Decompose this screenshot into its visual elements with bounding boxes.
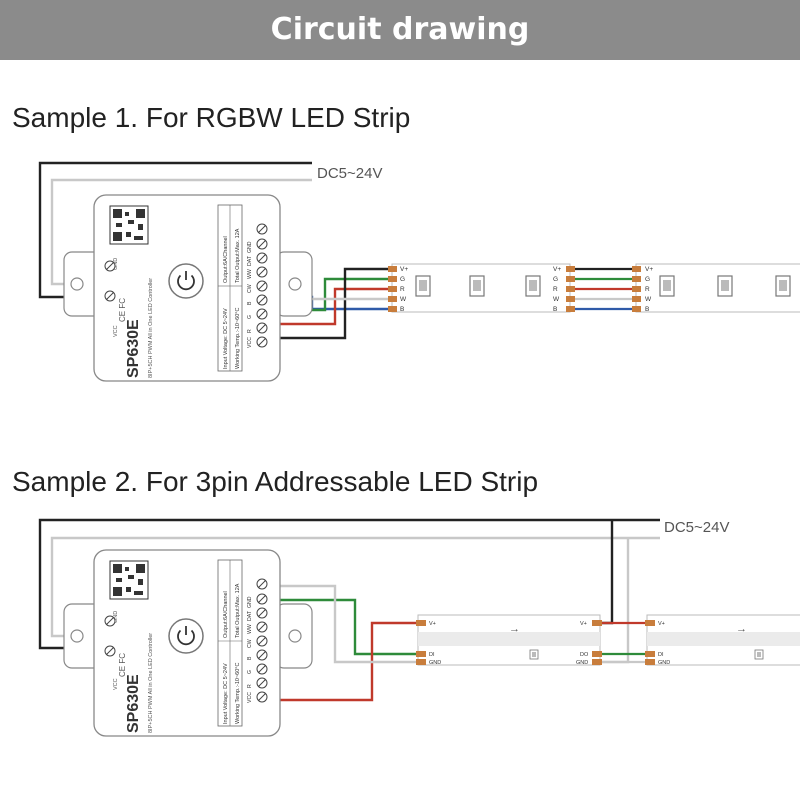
- controller-model: SP630E: [125, 674, 142, 733]
- pad-label: W: [400, 296, 407, 303]
- pad-label: R: [645, 286, 650, 293]
- certification-marks: CE FC: [118, 298, 127, 322]
- pad-label: GND: [576, 660, 588, 666]
- rgbw-strip-segment: [635, 263, 800, 313]
- vcc-label: VCC: [113, 325, 119, 337]
- spec-total-output: Total Output:Max. 12A: [235, 583, 241, 638]
- sample-2-diagram: → → V+ DI GND V+ DO GND V+: [38, 518, 800, 737]
- power-label: DC5~24V: [664, 519, 729, 536]
- direction-arrow: →: [736, 623, 747, 635]
- terminal-label: CW: [247, 639, 253, 648]
- terminal-label: WW: [247, 269, 253, 279]
- pad-label: R: [400, 286, 405, 293]
- pad-label: R: [553, 286, 558, 293]
- sample-2-title: Sample 2. For 3pin Addressable LED Strip: [12, 466, 539, 497]
- pad-label: DI: [658, 652, 664, 658]
- pad-label: V+: [645, 266, 653, 273]
- pad-label: B: [553, 306, 557, 313]
- pad-label: V+: [580, 621, 587, 627]
- pad-label: G: [645, 276, 650, 283]
- pad-label: V+: [553, 266, 561, 273]
- gnd-label: GND: [113, 611, 119, 623]
- sample-1-diagram: V+ G R W B V+ G R W B V+ G R W B: [38, 161, 800, 382]
- terminal-label: WW: [247, 624, 253, 634]
- strip-jumper-wires: [602, 621, 645, 664]
- strip-jumper-wires: [575, 267, 632, 311]
- sample-1-title: Sample 1. For RGBW LED Strip: [12, 102, 411, 133]
- power-button-icon: [168, 263, 204, 299]
- pad-label: DO: [580, 652, 589, 658]
- terminal-label: VCC: [247, 337, 253, 348]
- strip-pads: [388, 266, 641, 312]
- addressable-strip-segment: →: [417, 614, 601, 666]
- controller-subtitle: 8IP+5CH PWM All in One LED Controller: [148, 633, 154, 733]
- strip-pads: [416, 620, 655, 665]
- qr-code-icon: [109, 205, 149, 245]
- direction-arrow: →: [509, 623, 520, 635]
- terminal-label: VCC: [247, 692, 253, 703]
- pad-label: W: [553, 296, 560, 303]
- spec-total-output: Total Output:Max. 12A: [235, 228, 241, 283]
- rgbw-strip-segment: [391, 263, 571, 313]
- pad-label: G: [553, 276, 558, 283]
- pad-label: GND: [658, 660, 670, 666]
- pad-label: DI: [429, 652, 435, 658]
- pad-label: V+: [400, 266, 408, 273]
- page-title: Circuit drawing: [270, 12, 530, 47]
- terminal-block: [256, 223, 268, 348]
- addressable-strip-segment: →: [646, 614, 800, 666]
- power-label: DC5~24V: [317, 165, 382, 182]
- terminal-label: GND: [247, 596, 253, 608]
- spec-output: Output:6A/Channel: [223, 236, 229, 283]
- spec-working-temp: Working Temp.:-10~60°C: [235, 663, 241, 724]
- terminal-label: CW: [247, 284, 253, 293]
- pad-label: V+: [658, 621, 665, 627]
- terminal-block: [256, 578, 268, 703]
- terminal-label: B: [247, 656, 253, 660]
- controller-model: SP630E: [125, 319, 142, 378]
- power-button-icon: [168, 618, 204, 654]
- terminal-label: G: [247, 670, 253, 674]
- spec-input-voltage: Input Voltage: DC 5~24V: [223, 663, 229, 724]
- controller-sp630e: SP630E 8IP+5CH PWM All in One LED Contro…: [63, 194, 313, 382]
- controller-sp630e: SP630E 8IP+5CH PWM All in One LED Contro…: [63, 549, 313, 737]
- gnd-label: GND: [113, 258, 119, 270]
- terminal-label: DAT: [247, 610, 253, 621]
- pad-label: B: [645, 306, 649, 313]
- certification-marks: CE FC: [118, 653, 127, 677]
- terminal-label: DAT: [247, 255, 253, 266]
- spec-working-temp: Working Temp.:-10~60°C: [235, 308, 241, 369]
- pad-label: G: [400, 276, 405, 283]
- vcc-label: VCC: [113, 678, 119, 690]
- spec-input-voltage: Input Voltage: DC 5~24V: [223, 308, 229, 369]
- pad-label: V+: [429, 621, 436, 627]
- terminal-label: R: [247, 329, 253, 333]
- terminal-label: GND: [247, 241, 253, 253]
- terminal-label: B: [247, 301, 253, 305]
- spec-output: Output:6A/Channel: [223, 591, 229, 638]
- qr-code-icon: [109, 560, 149, 600]
- terminal-label: R: [247, 684, 253, 688]
- output-wires: [262, 584, 416, 702]
- pad-label: GND: [429, 660, 441, 666]
- header-banner: [0, 0, 800, 60]
- pad-label: B: [400, 306, 404, 313]
- pad-label: W: [645, 296, 652, 303]
- controller-subtitle: 8IP+5CH PWM All in One LED Controller: [148, 278, 154, 378]
- terminal-label: G: [247, 315, 253, 319]
